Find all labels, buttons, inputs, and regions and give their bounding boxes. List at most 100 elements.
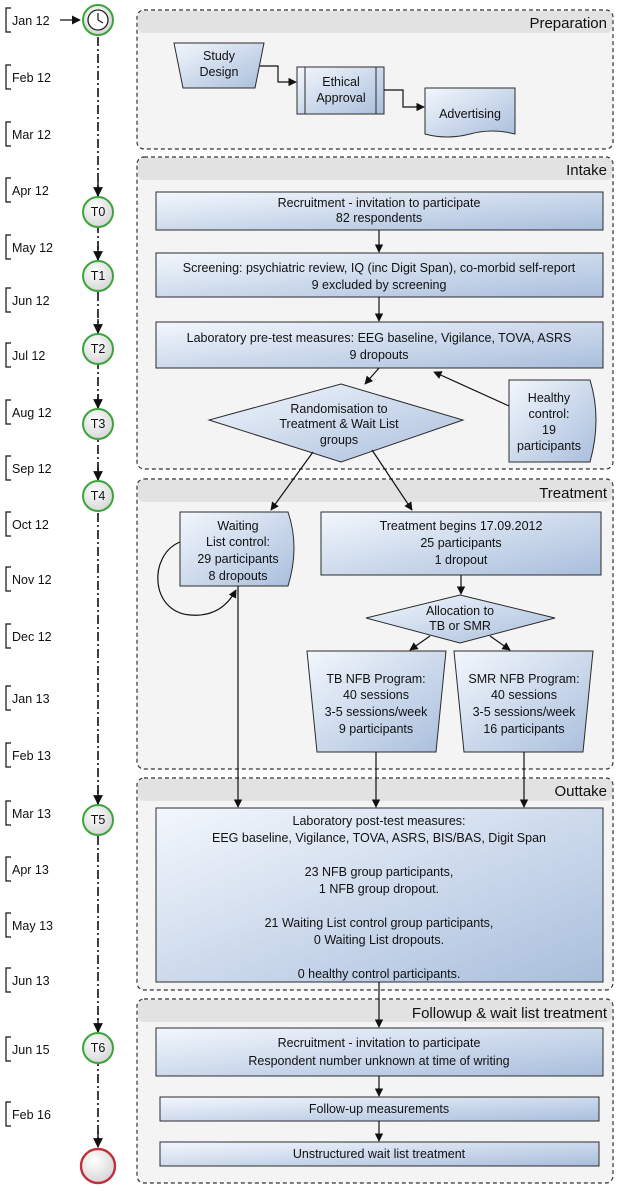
date-label: Feb 13 — [12, 749, 51, 763]
advertising-label: Advertising — [439, 107, 501, 121]
end-point — [79, 1147, 117, 1185]
study-design-line: Design — [200, 65, 239, 79]
svg-text:25 participants: 25 participants — [420, 536, 501, 550]
timepoint-marker — [82, 196, 114, 228]
svg-text:Waiting: Waiting — [217, 519, 258, 533]
date-label: May 13 — [12, 919, 53, 933]
date-bracket — [5, 912, 11, 938]
svg-text:Study: Study — [203, 49, 236, 63]
date-bracket — [5, 511, 11, 537]
svg-text:Unstructured wait list treatme: Unstructured wait list treatment — [293, 1147, 466, 1161]
svg-text:40 sessions: 40 sessions — [343, 688, 409, 702]
timepoint-marker — [82, 333, 114, 365]
date-bracket — [5, 287, 11, 313]
date-label: Jul 12 — [12, 349, 45, 363]
svg-text:9 dropouts: 9 dropouts — [349, 348, 408, 362]
date-bracket — [5, 800, 11, 826]
posttest-line: Laboratory post-test measures: — [293, 814, 466, 828]
treatment-begins-box: Treatment begins 17.09.2012 25 participa… — [320, 511, 602, 576]
timepoint-label: T0 — [91, 205, 106, 219]
timeline: Jan 12 Feb 12 Mar 12 Apr 12 May 12 Jun 12 Jul … — [5, 4, 117, 1185]
svg-text:List control:: List control: — [206, 535, 270, 549]
svg-text:19: 19 — [542, 423, 556, 437]
waiting-list-shape: Waiting List control: 29 participants 8 … — [179, 511, 295, 587]
healthy-control-shape: Healthy control: 19 participants — [508, 379, 597, 463]
pretest-box: Laboratory pre-test measures: EEG baseli… — [155, 321, 604, 369]
svg-text:TB NFB Program:: TB NFB Program: — [326, 672, 425, 686]
svg-text:SMR NFB Program:: SMR NFB Program: — [468, 672, 579, 686]
posttest-line: 0 healthy control participants. — [298, 967, 461, 981]
svg-text:9 excluded by screening: 9 excluded by screening — [312, 278, 447, 292]
date-label: Jun 13 — [12, 974, 50, 988]
svg-text:Treatment begins 17.09.2012: Treatment begins 17.09.2012 — [380, 519, 543, 533]
date-label: May 12 — [12, 241, 53, 255]
date-label: Jun 15 — [12, 1043, 50, 1057]
date-bracket — [5, 64, 11, 90]
clock-icon — [82, 4, 114, 36]
date-label: Mar 12 — [12, 128, 51, 142]
svg-text:9 participants: 9 participants — [339, 722, 413, 736]
date-label: Apr 13 — [12, 863, 49, 877]
date-labels: Jan 12 Feb 12 Mar 12 Apr 12 May 12 Jun 12 Jul … — [5, 7, 53, 1127]
date-label: Apr 12 — [12, 184, 49, 198]
timepoint-marker — [82, 408, 114, 440]
timepoint-label: T4 — [91, 489, 106, 503]
followup-measurements-box: Follow-up measurements — [159, 1096, 600, 1122]
svg-text:TB or SMR: TB or SMR — [429, 619, 491, 633]
svg-text:groups: groups — [320, 433, 358, 447]
date-label: Jun 12 — [12, 294, 50, 308]
ethical-approval-line: Ethical — [322, 75, 360, 89]
date-bracket — [5, 121, 11, 147]
svg-text:16 participants: 16 participants — [483, 722, 564, 736]
timepoint-marker — [82, 260, 114, 292]
date-bracket — [5, 856, 11, 882]
date-label: Sep 12 — [12, 462, 52, 476]
timepoint-marker — [82, 804, 114, 836]
posttest-line: EEG baseline, Vigilance, TOVA, ASRS, BIS… — [212, 831, 546, 845]
svg-text:40 sessions: 40 sessions — [491, 688, 557, 702]
timepoint-marker — [82, 1032, 114, 1064]
study-design-shape: Study Design — [173, 42, 265, 89]
svg-text:Healthy: Healthy — [528, 391, 571, 405]
date-bracket — [5, 7, 11, 33]
advertising-shape: Advertising — [424, 87, 516, 138]
date-label: Feb 12 — [12, 71, 51, 85]
posttest-line: 0 Waiting List dropouts. — [314, 933, 444, 947]
timepoint-marker — [82, 480, 114, 512]
timepoint-label: T6 — [91, 1041, 106, 1055]
svg-text:3-5 sessions/week: 3-5 sessions/week — [473, 705, 577, 719]
allocation-diamond: Allocation to TB or SMR — [365, 594, 556, 644]
date-label: Jan 13 — [12, 692, 50, 706]
date-bracket — [5, 1101, 11, 1127]
svg-text:Design: Design — [200, 65, 239, 79]
date-label: Aug 12 — [12, 406, 52, 420]
date-bracket — [5, 742, 11, 768]
date-label: Oct 12 — [12, 518, 49, 532]
svg-text:Approval: Approval — [316, 91, 365, 105]
study-design-line: Study — [203, 49, 236, 63]
svg-text:Follow-up measurements: Follow-up measurements — [309, 1102, 449, 1116]
timepoint-label: T5 — [91, 813, 106, 827]
svg-text:Screening: psychiatric review,: Screening: psychiatric review, IQ (inc D… — [183, 261, 576, 275]
section-title-treatment: Treatment — [539, 485, 608, 502]
date-bracket — [5, 342, 11, 368]
section-title-intake: Intake — [566, 162, 607, 179]
posttest-box: Laboratory post-test measures: EEG baseli… — [155, 807, 604, 983]
posttest-line: 1 NFB group dropout. — [319, 882, 439, 896]
svg-text:29 participants: 29 participants — [197, 552, 278, 566]
date-bracket — [5, 177, 11, 203]
tb-program-shape: TB NFB Program: 40 sessions 3-5 sessions… — [306, 650, 447, 753]
timepoint-label: T3 — [91, 417, 106, 431]
svg-text:8 dropouts: 8 dropouts — [208, 569, 267, 583]
svg-text:participants: participants — [517, 439, 581, 453]
date-bracket — [5, 1036, 11, 1062]
svg-text:Recruitment - invitation to pa: Recruitment - invitation to participate — [278, 1036, 481, 1050]
svg-text:3-5 sessions/week: 3-5 sessions/week — [325, 705, 429, 719]
svg-text:Ethical: Ethical — [322, 75, 360, 89]
date-label: Mar 13 — [12, 807, 51, 821]
date-label: Jan 12 — [12, 14, 50, 28]
randomisation-diamond: Randomisation to Treatment & Wait List g… — [207, 383, 465, 463]
date-label: Dec 12 — [12, 630, 52, 644]
wait-list-treatment-box: Unstructured wait list treatment — [159, 1141, 600, 1167]
